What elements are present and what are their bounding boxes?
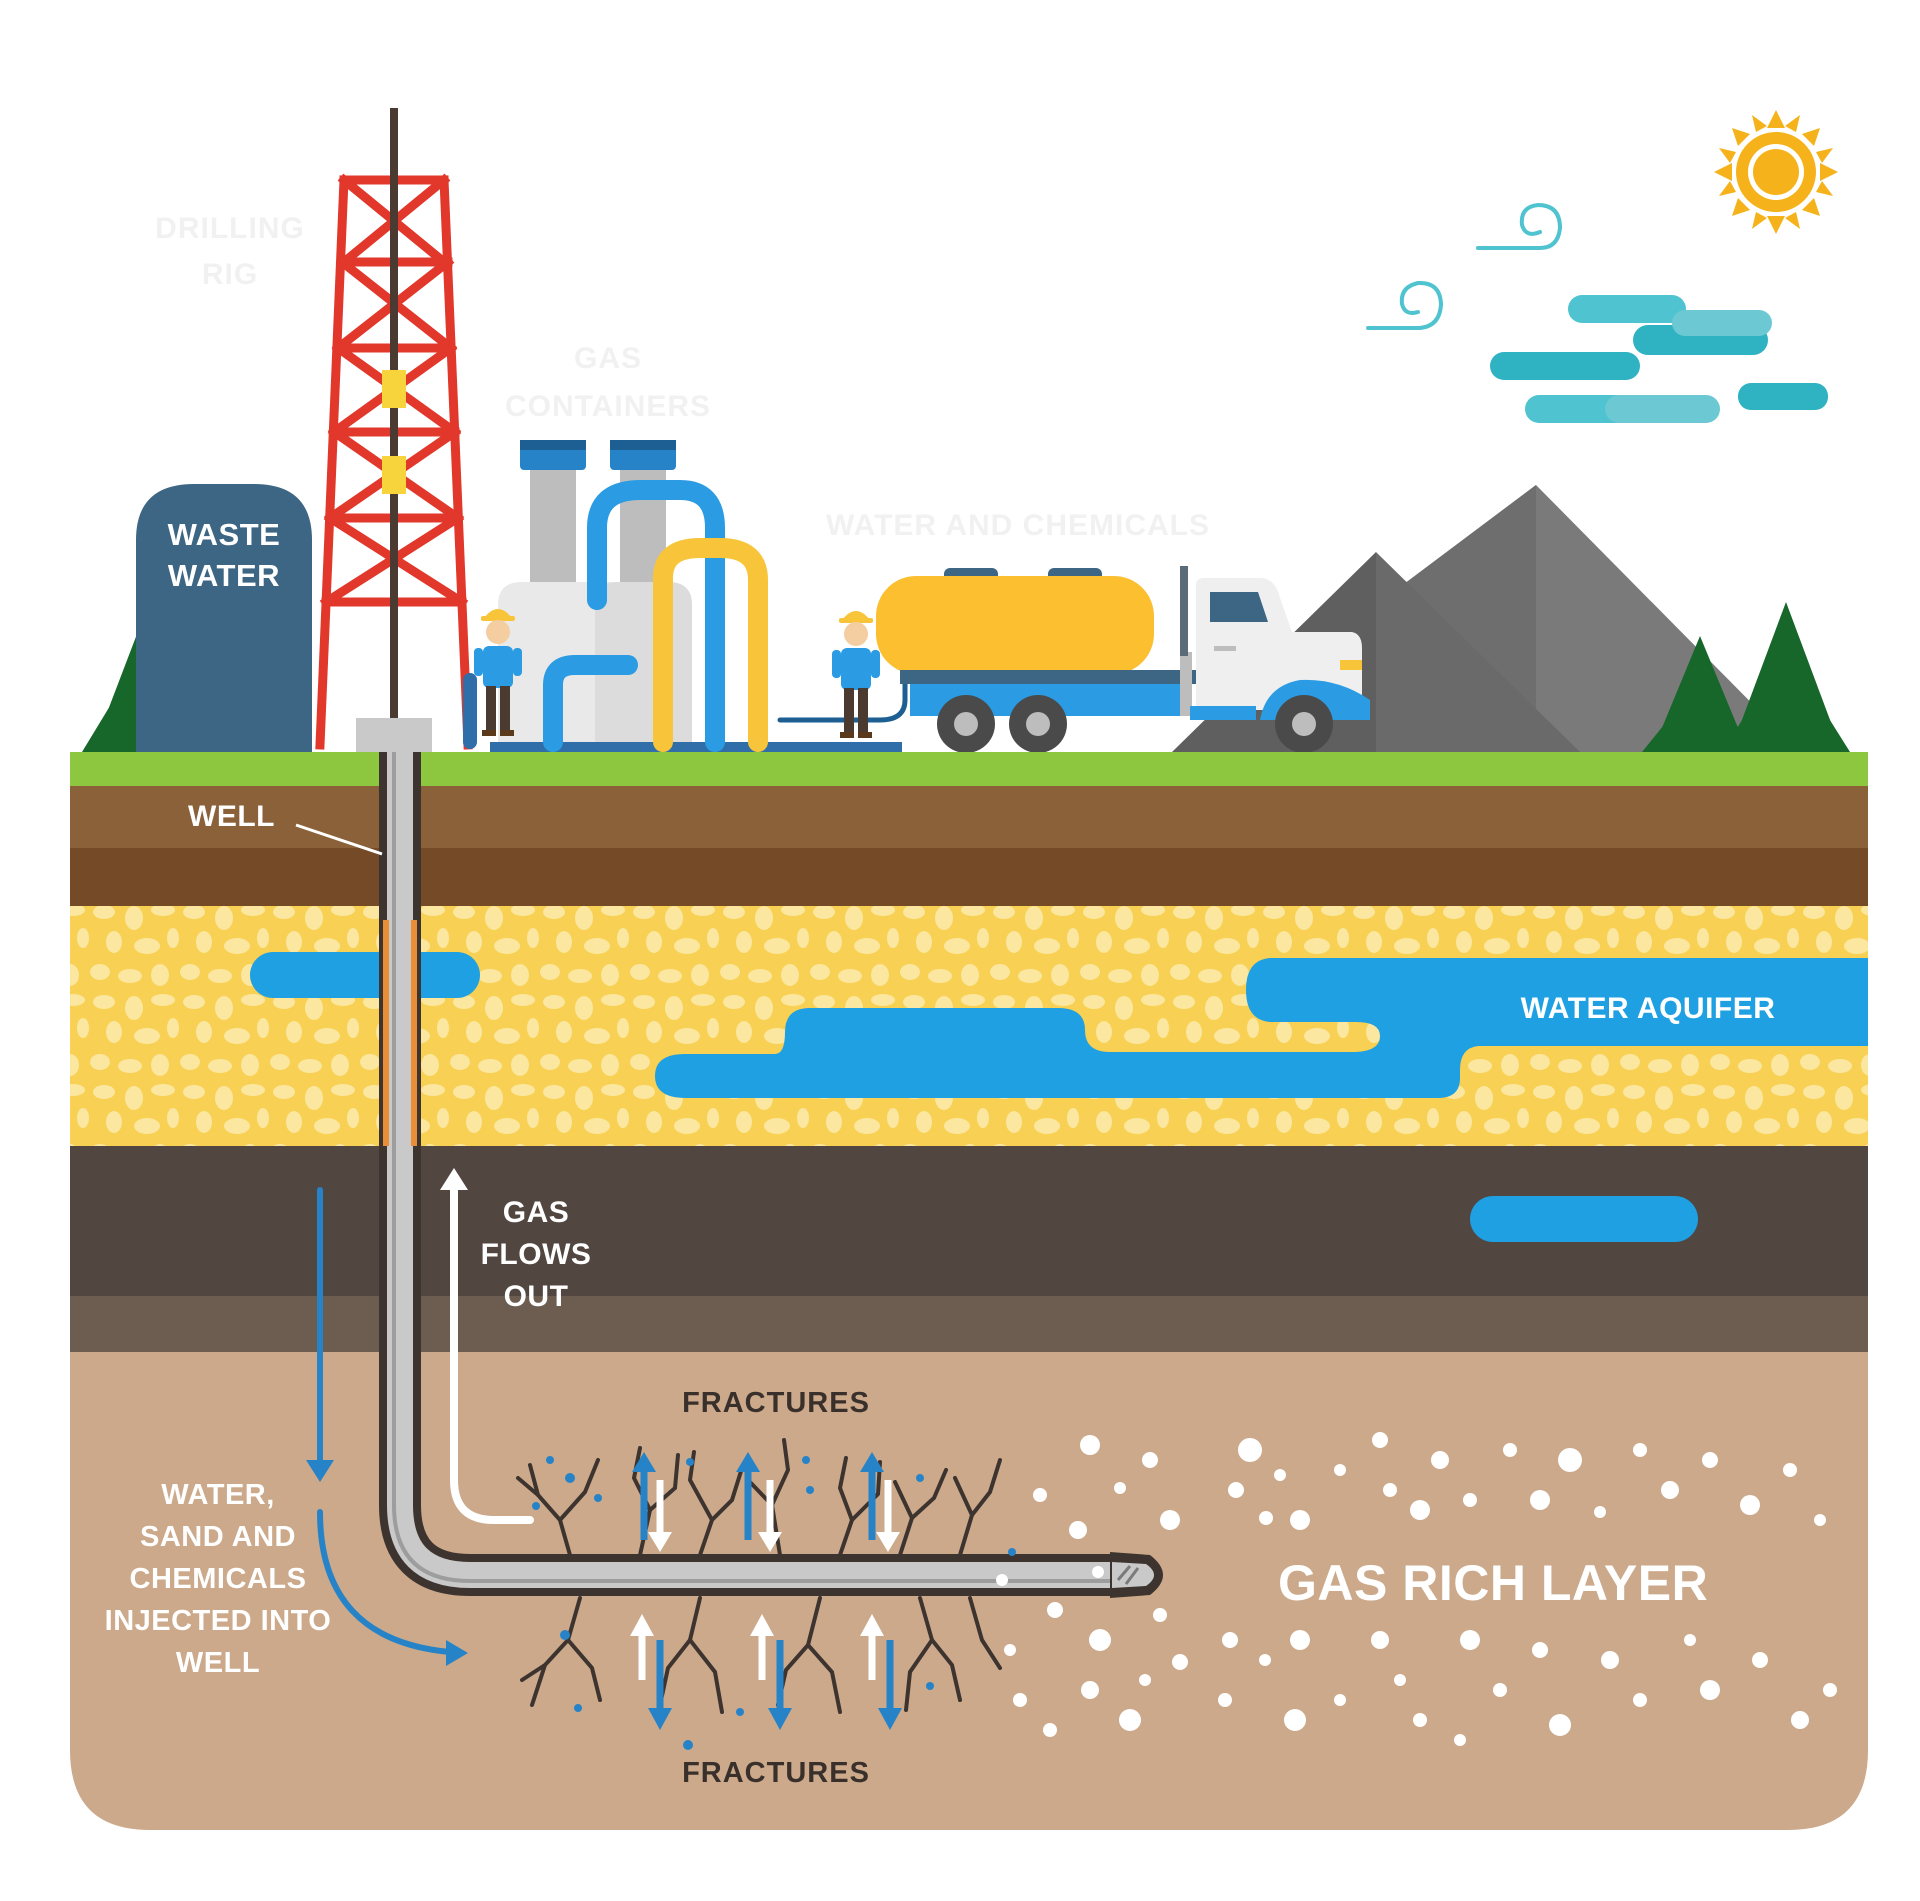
- fracture-arrows-bottom: [630, 1614, 902, 1730]
- water-and-chemicals-label: WATER AND CHEMICALS: [826, 509, 1210, 542]
- wind-icon: [1366, 202, 1563, 330]
- gas-flows-out-label-line3: OUT: [504, 1280, 569, 1313]
- waste-water-tank: WASTE WATER: [136, 484, 312, 752]
- tanker-truck: [876, 566, 1370, 720]
- injection-label-line5: WELL: [176, 1647, 260, 1679]
- gas-flows-out-label-line2: FLOWS: [481, 1238, 592, 1271]
- well-bore: [379, 752, 1163, 1598]
- well-label: WELL: [188, 800, 275, 833]
- drill-block: [382, 370, 406, 408]
- wellhead: [356, 718, 432, 752]
- injection-label-line1: WATER,: [161, 1479, 275, 1511]
- gas-bubbles: [996, 1432, 1837, 1746]
- fracture-arrows-top: [632, 1452, 900, 1552]
- fractures-top-label: FRACTURES: [682, 1387, 870, 1419]
- waste-water-label-line2: WATER: [168, 558, 280, 593]
- water-droplets: [532, 1456, 1016, 1750]
- gas-flows-out-label-line1: GAS: [503, 1196, 570, 1229]
- water-aquifer: [250, 952, 1868, 1242]
- gas-containers-label-line2: CONTAINERS: [505, 390, 711, 423]
- truck-wheels: [937, 695, 1333, 753]
- drill-block-2: [382, 456, 406, 494]
- gas-rich-layer-label: GAS RICH LAYER: [1278, 1555, 1708, 1611]
- gas-containers-label-line1: GAS: [574, 342, 642, 375]
- cloud-icon: [1490, 295, 1828, 423]
- injection-label-line3: CHEMICALS: [130, 1563, 307, 1595]
- worker-figure-2: [832, 611, 880, 738]
- well-label-leader: [295, 823, 383, 856]
- injection-arrow-head-2: [446, 1640, 468, 1666]
- injection-label-line2: SAND AND: [140, 1521, 296, 1553]
- drilling-rig-label-line1: DRILLING: [155, 212, 305, 245]
- injection-arrow: [317, 1187, 453, 1655]
- injection-arrow-head: [306, 1460, 334, 1482]
- waste-water-label-line1: WASTE: [168, 517, 281, 552]
- injection-label-line4: INJECTED INTO: [105, 1605, 332, 1637]
- ground-layers: [70, 752, 1868, 1830]
- fractures-bottom-label: FRACTURES: [682, 1757, 870, 1789]
- water-aquifer-label: WATER AQUIFER: [1521, 992, 1776, 1025]
- drilling-rig-label-line2: RIG: [202, 258, 258, 291]
- gas-flow-arrow: [440, 1168, 534, 1524]
- fracture-lines-top: [516, 1438, 1002, 1557]
- pipes: [463, 480, 908, 752]
- worker-figure: [474, 609, 522, 736]
- sun-icon: [1714, 110, 1838, 234]
